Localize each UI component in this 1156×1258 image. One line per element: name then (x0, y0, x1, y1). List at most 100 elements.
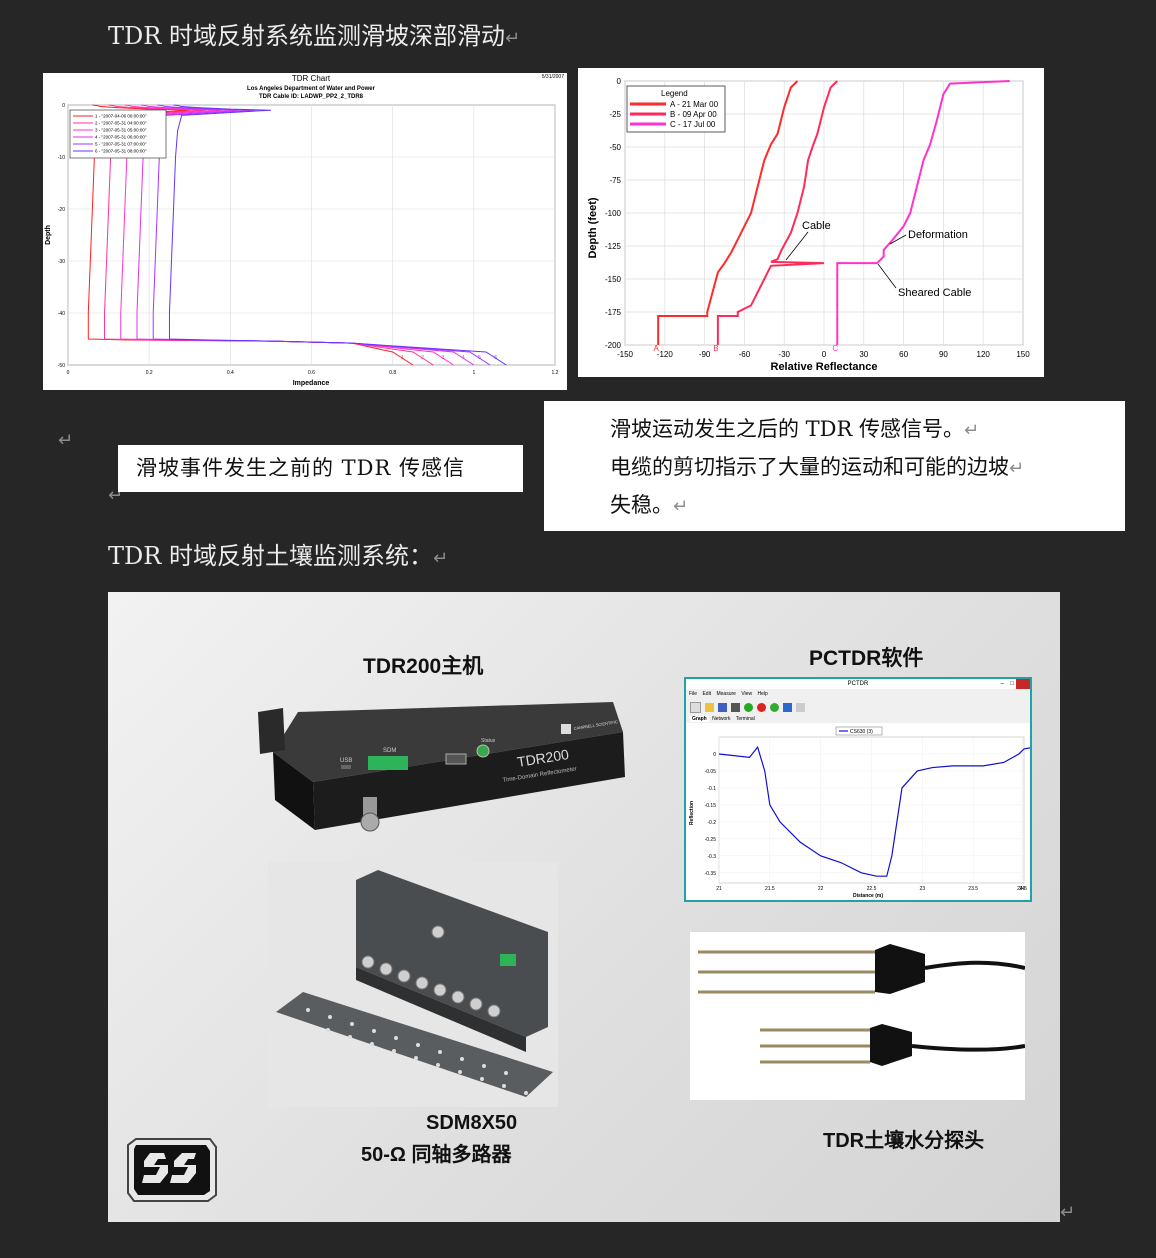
open-folder-icon[interactable] (705, 702, 714, 712)
y-tick-label: -0.35 (705, 871, 717, 877)
save-icon[interactable] (718, 702, 727, 712)
y-tick-label: -50 (609, 143, 621, 152)
coax-port-icon (487, 1004, 501, 1018)
pctdr-window: PCTDR □ – File Edit Measure View Help Gr… (684, 677, 1032, 902)
window-titlebar: PCTDR □ – (686, 679, 1030, 689)
sdm-address-switch (445, 753, 467, 765)
x-tick-label: 1.2 (552, 370, 559, 376)
tdr-chart-before: TDR Chart Los Angeles Department of Wate… (43, 73, 567, 390)
legend-label: 6 - "2007-05-31 08:00:00" (95, 149, 147, 154)
tools-icon[interactable] (731, 702, 740, 712)
y-tick-label: 0 (713, 752, 716, 758)
y-tick-label: -100 (605, 209, 622, 218)
x-tick-label: 23 (920, 886, 926, 892)
remove-icon[interactable] (757, 702, 766, 712)
menu-view[interactable]: View (741, 691, 753, 697)
legend-label: 5 - "2007-05-31 07:00:00" (95, 142, 147, 147)
legend-label: 3 - "2007-05-31 05:00:00" (95, 128, 147, 133)
new-file-icon[interactable] (690, 701, 701, 713)
menu-help[interactable]: Help (757, 691, 768, 697)
bracket-hole (438, 1050, 442, 1054)
probe-label: TDR土壤水分探头 (823, 1130, 985, 1152)
tab-bar: Graph Network Terminal (686, 715, 1030, 723)
bracket-hole (482, 1064, 486, 1068)
caption-line: 滑坡运动发生之后的 TDR 传感信号。↵ (610, 417, 980, 441)
probe-cable (924, 960, 1026, 970)
x-tick-label: 0.2 (146, 370, 153, 376)
bracket-hole (394, 1036, 398, 1040)
refresh-icon[interactable] (770, 702, 779, 712)
undo-icon[interactable] (783, 702, 792, 712)
mux-front (356, 967, 526, 1052)
tdr200-device: USB SDM Status TDR200 Time-Domain Reflec… (253, 672, 633, 842)
close-icon[interactable] (1016, 679, 1030, 689)
series-end-label: 5 (478, 355, 481, 361)
series-end-label: 1 (401, 355, 404, 361)
y-tick-label: -150 (605, 275, 622, 284)
y-tick-label: 0 (62, 103, 65, 109)
series-line (718, 745, 1030, 877)
x-tick-label: 22.5 (867, 886, 877, 892)
x-tick-label: -120 (657, 350, 674, 359)
usb-label: USB (340, 758, 352, 764)
tab-terminal[interactable]: Terminal (735, 716, 755, 722)
bracket-hole (416, 1043, 420, 1047)
bracket-hole (350, 1022, 354, 1026)
device-front (313, 732, 625, 830)
legend-label: A - 21 Mar 00 (670, 100, 719, 109)
device-top (273, 702, 623, 782)
y-tick-label: -75 (609, 176, 621, 185)
tab-network[interactable]: Network (712, 716, 731, 722)
series-line (657, 80, 799, 345)
legend-label: 1 - "2007-04-06 00:00:00" (95, 114, 147, 119)
coax-port-icon (361, 955, 375, 969)
window-title: PCTDR (847, 681, 869, 687)
paragraph-mark: ↵ (432, 548, 449, 569)
caption-line: 失稳。↵ (610, 493, 689, 517)
add-icon[interactable] (744, 702, 753, 712)
section-heading-text: TDR 时域反射土壤监测系统： (108, 542, 433, 570)
x-tick-label: 21 (716, 886, 722, 892)
legend-label: 4 - "2007-05-31 06:00:00" (95, 135, 147, 140)
menu-file[interactable]: File (689, 691, 698, 697)
menu-edit[interactable]: Edit (702, 691, 712, 697)
series-end-label: 2 (421, 355, 424, 361)
legend-label: CS630 (3) (850, 729, 873, 735)
series-marker-label: B (713, 344, 718, 353)
annotation-deformation: Deformation (908, 229, 968, 241)
y-axis-label: Depth (45, 225, 52, 245)
tab-graph[interactable]: Graph (690, 716, 709, 722)
chart-icon[interactable] (796, 702, 805, 712)
maximize-icon[interactable]: □ (1010, 681, 1014, 687)
sdm-terminal (368, 756, 408, 770)
y-tick-label: -20 (58, 207, 65, 213)
x-tick-label: 1 (472, 370, 475, 376)
y-tick-label: -0.25 (705, 837, 717, 843)
x-tick-label: -90 (699, 350, 711, 359)
y-tick-label: 0 (617, 77, 622, 86)
bracket-hole (328, 1015, 332, 1019)
mux-label: 50-Ω 同轴多路器 (361, 1144, 512, 1166)
annotation-cable: Cable (802, 220, 831, 232)
tdr-probe-svg (698, 944, 1026, 1066)
x-tick-label: -150 (617, 350, 634, 359)
annotation-sheared-cable: Sheared Cable (898, 287, 971, 299)
campbell-logo-icon (561, 724, 571, 734)
section-heading-2: TDR 时域反射土壤监测系统：↵ (108, 536, 448, 571)
x-tick-label: 23.5 (968, 886, 978, 892)
menu-measure[interactable]: Measure (716, 691, 736, 697)
minimize-icon[interactable]: – (1000, 681, 1004, 687)
y-tick-label: -0.2 (707, 820, 716, 826)
caption-before: 滑坡事件发生之前的 TDR 传感信 (118, 445, 523, 492)
probe-cable (911, 1044, 1026, 1052)
coax-port-icon (433, 983, 447, 997)
bracket-hole (370, 1042, 374, 1046)
y-axis-label: Reflection (689, 801, 695, 825)
paragraph-mark: ↵ (58, 430, 74, 451)
mounting-bracket (276, 992, 553, 1097)
bracket-hole (326, 1028, 330, 1032)
common-port-icon (431, 925, 445, 939)
status-label: Status (481, 738, 496, 744)
annotation-pointer (785, 231, 809, 261)
